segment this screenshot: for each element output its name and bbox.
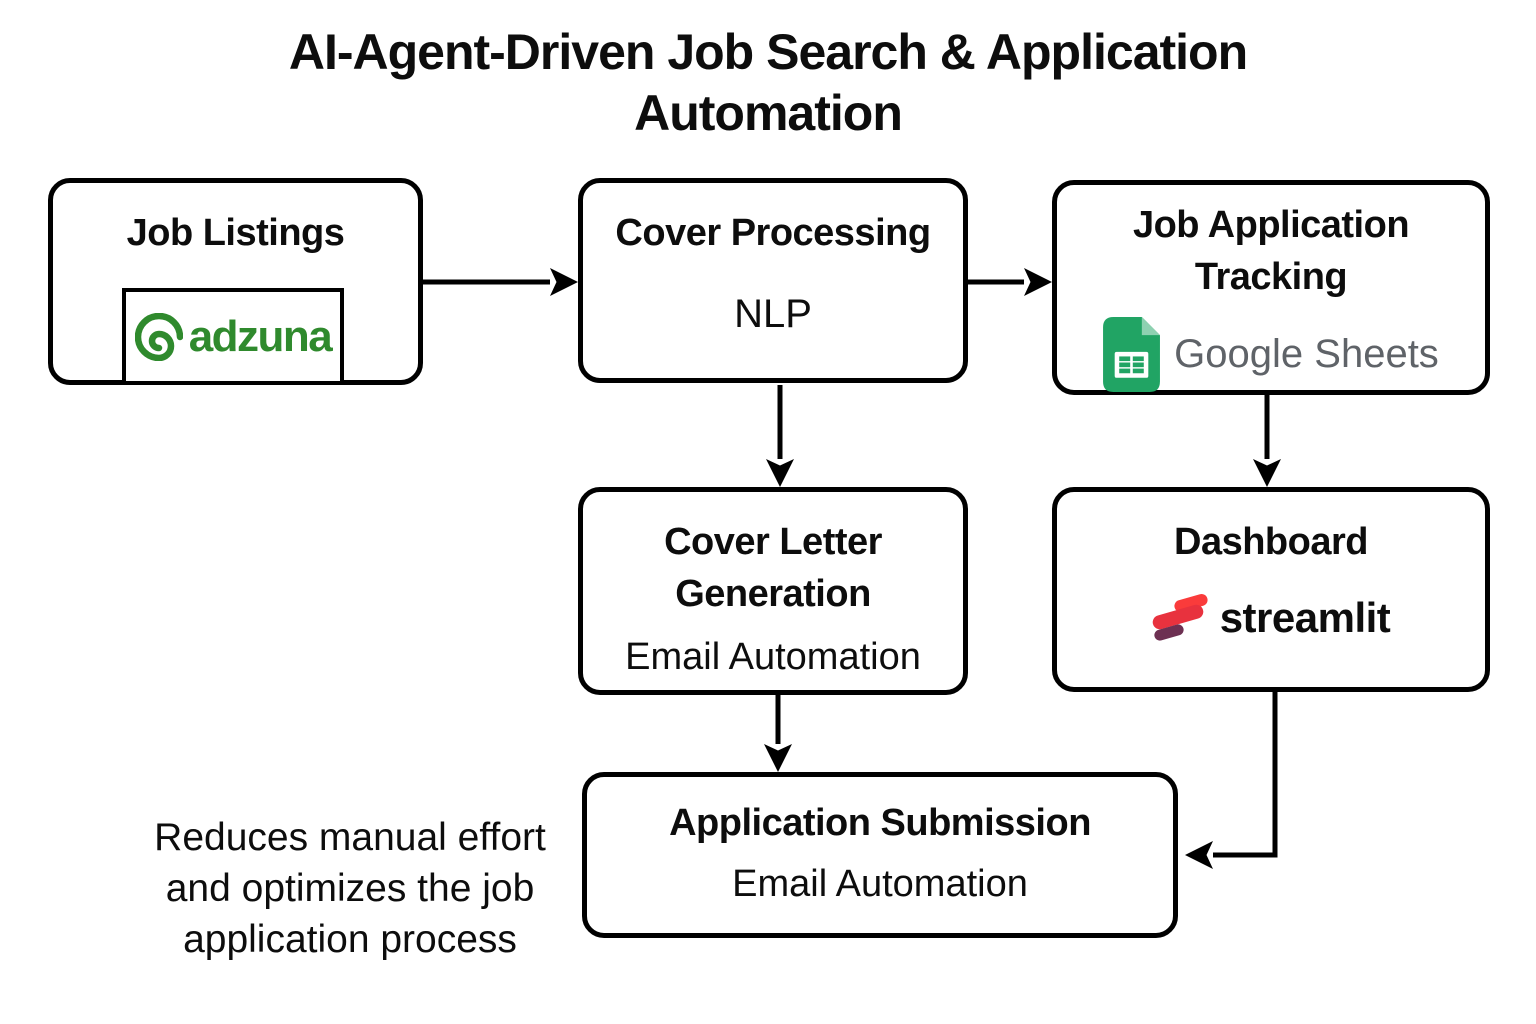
google-sheets-logo-text: Google Sheets (1174, 332, 1439, 376)
diagram-title-line1: AI-Agent-Driven Job Search & Application (288, 24, 1248, 80)
node-job-listings-label: Job Listings (126, 212, 345, 254)
caption-line1: Reduces manual effort (154, 816, 546, 859)
google-sheets-icon (1103, 317, 1161, 392)
diagram-title-line2: Automation (634, 85, 903, 141)
streamlit-icon (1150, 592, 1209, 642)
node-cover-processing-sublabel: NLP (734, 292, 812, 336)
arrow-cover-letter-generation-to-submission (764, 695, 792, 772)
node-application-submission-sublabel: Email Automation (732, 863, 1028, 905)
caption-line3: application process (183, 918, 517, 961)
arrow-tracking-to-dashboard (1253, 395, 1281, 487)
diagram-caption: Reduces manual effort and optimizes the … (95, 812, 605, 965)
node-dashboard: Dashboard streamlit (1052, 487, 1490, 692)
node-job-listings: Job Listings adzuna (48, 178, 423, 385)
caption-line2: and optimizes the job (165, 867, 535, 910)
node-cover-letter-generation: Cover Letter Generation Email Automation (578, 487, 968, 695)
google-sheets-logo: Google Sheets (1103, 317, 1439, 392)
node-job-application-tracking: Job Application Tracking Google Sheets (1052, 180, 1490, 395)
node-cover-letter-generation-sublabel: Email Automation (625, 636, 921, 678)
node-application-submission-label: Application Submission (669, 802, 1091, 844)
adzuna-swirl-icon (134, 312, 183, 361)
arrow-dashboard-to-submission (1185, 692, 1278, 869)
node-job-application-tracking-label: Job Application Tracking (1132, 204, 1410, 298)
node-cover-processing-label: Cover Processing (615, 212, 931, 254)
arrow-cover-processing-to-tracking (968, 268, 1052, 296)
node-cover-letter-generation-label: Cover Letter Generation (664, 521, 882, 615)
arrow-job-listings-to-cover-processing (423, 268, 578, 296)
node-dashboard-label: Dashboard (1174, 521, 1368, 563)
adzuna-logo-frame: adzuna (122, 288, 344, 385)
node-application-submission: Application Submission Email Automation (582, 772, 1178, 938)
node-cover-processing: Cover Processing NLP (578, 178, 968, 383)
adzuna-logo-text: adzuna (188, 311, 333, 361)
streamlit-logo-text: streamlit (1219, 594, 1391, 641)
streamlit-logo: streamlit (1150, 592, 1391, 642)
diagram-title: AI-Agent-Driven Job Search & Application… (0, 22, 1536, 144)
arrow-cover-processing-to-cover-letter-generation (766, 385, 794, 487)
